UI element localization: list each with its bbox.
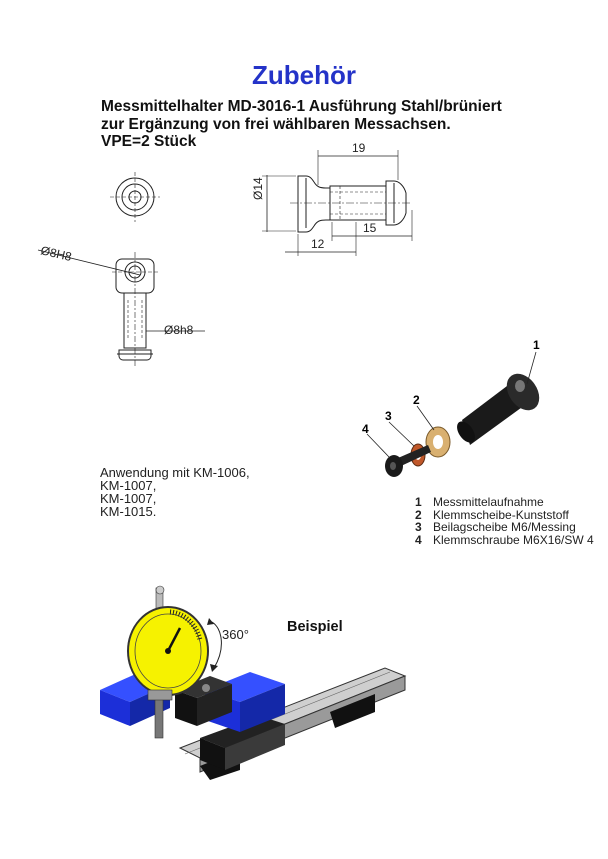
legend-number: 4 (415, 532, 422, 547)
headline-line-3: VPE=2 Stück (101, 133, 197, 150)
front-view-drawing (37, 249, 205, 368)
callout-3: 3 (385, 409, 392, 423)
legend-label: Klemmscheibe-Kunststoff (433, 507, 569, 522)
product-description: Messmittelhalter MD-3016-1 Ausführung St… (101, 98, 502, 151)
headline-line-1: Messmittelhalter MD-3016-1 Ausführung St… (101, 98, 502, 115)
legend-label: Messmittelaufnahme (433, 495, 544, 509)
legend-label: Beilagscheibe M6/Messing (433, 520, 576, 535)
application-line-3: KM-1007, (100, 491, 157, 506)
rotation-label: 360° (222, 627, 249, 642)
application-line-2: KM-1007, (100, 478, 157, 493)
legend-number: 2 (415, 507, 422, 522)
top-view-drawing (110, 172, 160, 222)
headline-line-2: zur Ergänzung von frei wählbaren Messach… (101, 115, 451, 133)
dimension-19: 19 (352, 141, 366, 155)
legend-item: 2 Klemmscheibe-Kunststoff (415, 507, 594, 522)
legend-number: 1 (415, 495, 422, 509)
application-line-4: KM-1015. (100, 504, 157, 519)
dimension-d14: Ø14 (251, 177, 265, 200)
callout-2: 2 (413, 393, 420, 407)
example-label: Beispiel (287, 619, 343, 635)
application-note: Anwendung mit KM-1006, KM-1007, KM-1007,… (100, 466, 250, 518)
callout-1: 1 (533, 338, 540, 352)
callout-4: 4 (362, 422, 369, 436)
dimension-8h8: Ø8h8 (164, 323, 194, 337)
exploded-assembly (366, 351, 540, 477)
parts-legend: 1 Messmittelaufnahme 2 Klemmscheibe-Kuns… (415, 496, 594, 546)
side-view-drawing (262, 150, 413, 256)
legend-item: 4 Klemmschraube M6X16/SW 4 (415, 534, 594, 547)
legend-item: 3 Beilagscheibe M6/Messing (415, 521, 594, 534)
dimension-15: 15 (363, 221, 377, 235)
legend-number: 3 (415, 520, 422, 535)
example-illustration (100, 585, 407, 780)
legend-item: 1 Messmittelaufnahme (415, 496, 594, 509)
application-line-1: Anwendung mit KM-1006, (100, 465, 250, 480)
legend-label: Klemmschraube M6X16/SW 4 (433, 532, 594, 547)
dimension-12: 12 (311, 237, 325, 251)
page-title: Zubehör (252, 60, 356, 90)
dimension-8H8: Ø8H8 (39, 243, 73, 264)
